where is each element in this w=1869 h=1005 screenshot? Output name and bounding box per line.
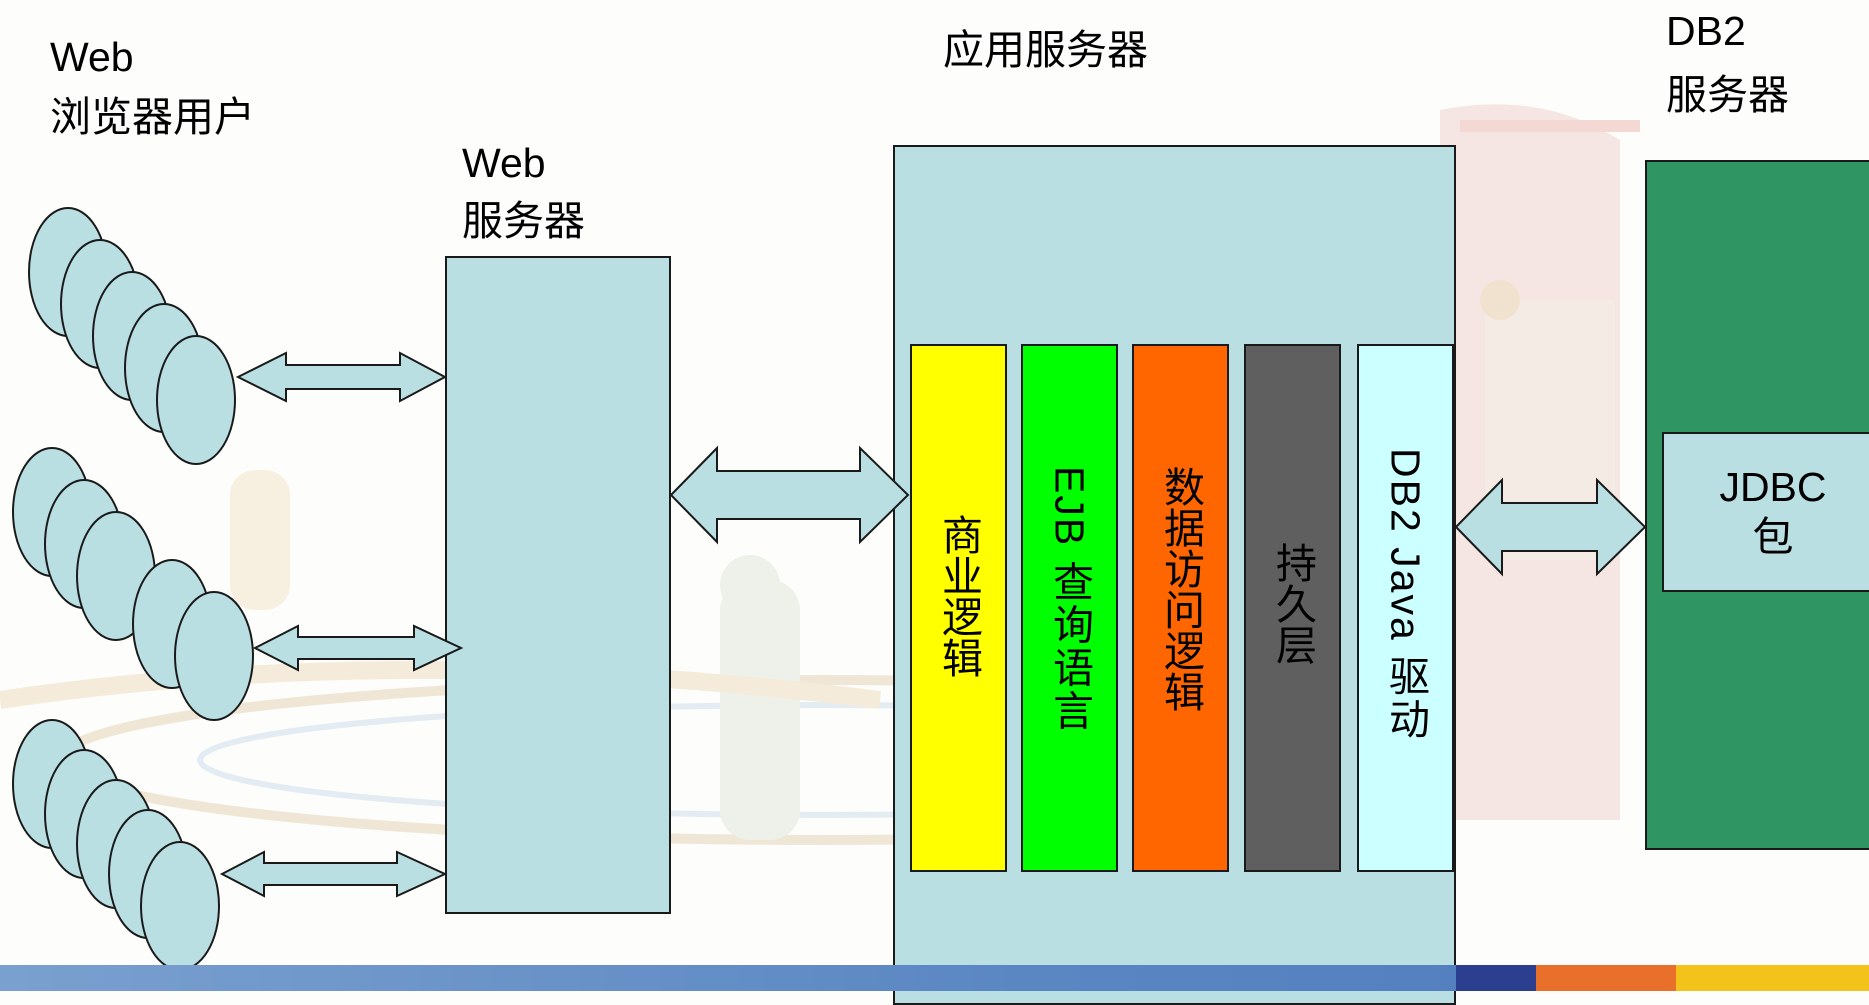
db2-server-label-line2: 服务器 [1666, 71, 1789, 119]
layer-persistence-label: 持久层 [1268, 542, 1317, 665]
layer-db2-java-driver-label: DB2 Java 驱动 [1382, 448, 1429, 742]
jdbc-sublabel: 包 [1752, 513, 1794, 561]
jdbc-label: JDBC [1719, 464, 1827, 510]
user-icon [140, 841, 220, 971]
arrow-appserver-db2 [1454, 477, 1647, 577]
bottom-decor-bar [0, 965, 1869, 991]
arrow-users3-webserver [219, 850, 448, 898]
layer-persistence: 持久层 [1244, 344, 1341, 872]
user-icon [174, 591, 254, 721]
layer-business-logic-label: 商业逻辑 [934, 514, 983, 678]
jdbc-package-box: JDBC 包 [1662, 432, 1869, 592]
app-server-label: 应用服务器 [943, 26, 1148, 74]
layer-data-access-logic-label: 数据访问逻辑 [1156, 466, 1205, 712]
layer-ejb-query-language: EJB 查询语言 [1021, 344, 1118, 872]
web-server-label-line2: 服务器 [462, 197, 585, 245]
web-users-label-line2: 浏览器用户 [50, 93, 255, 141]
db2-server-label-line1: DB2 [1666, 8, 1746, 54]
web-server-box [445, 256, 671, 914]
layer-business-logic: 商业逻辑 [910, 344, 1007, 872]
web-users-label-line1: Web [50, 34, 134, 80]
arrow-users2-webserver [252, 624, 464, 672]
arrow-webserver-appserver [669, 445, 910, 545]
layer-data-access-logic: 数据访问逻辑 [1132, 344, 1229, 872]
arrow-users1-webserver [235, 351, 448, 403]
web-server-label-line1: Web [462, 140, 546, 186]
user-icon [156, 335, 236, 465]
layer-ejb-query-language-label: EJB 查询语言 [1046, 466, 1093, 733]
layer-db2-java-driver: DB2 Java 驱动 [1357, 344, 1454, 872]
